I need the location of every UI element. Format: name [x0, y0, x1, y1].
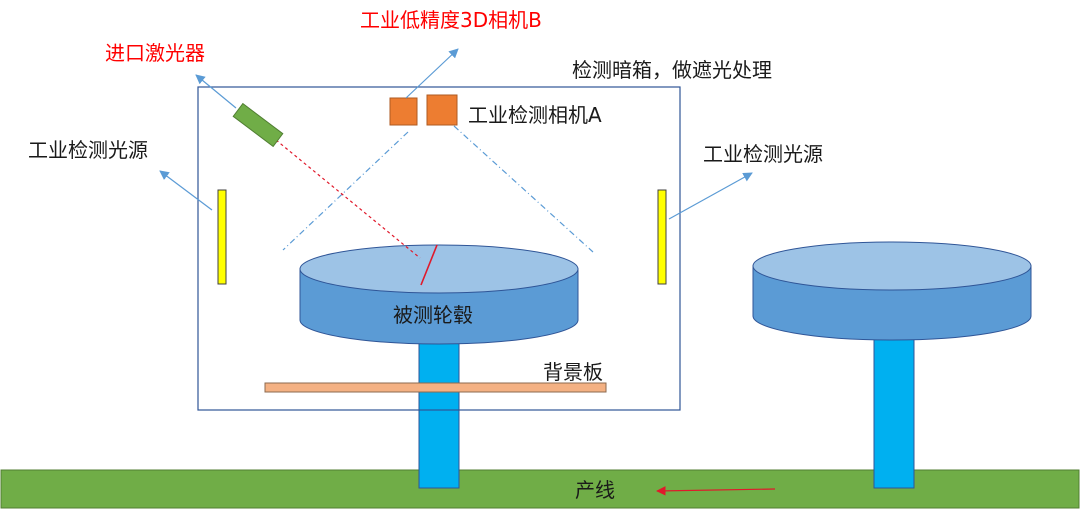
camera-a-label: 工业检测相机A [468, 103, 602, 127]
right-shaft [873, 337, 915, 489]
camera-b [426, 94, 458, 126]
laser-pointer-arrow [195, 74, 237, 109]
background-plate-label: 背景板 [543, 360, 603, 384]
laser-line-on-hub [420, 244, 438, 286]
laser-device [232, 102, 284, 148]
dark-box-enclosure [197, 86, 681, 411]
light-left-label: 工业检测光源 [28, 138, 148, 162]
camera-b-label: 工业低精度3D相机B [360, 8, 542, 32]
production-line-bar [0, 469, 1080, 509]
light-source-left [217, 189, 227, 285]
light-source-right [657, 189, 667, 285]
light-right-pointer-arrow [668, 172, 753, 220]
hub-under-inspection [299, 244, 579, 345]
camera-b-pointer-arrow [405, 48, 459, 99]
camera-a [389, 97, 418, 126]
hub-label: 被测轮毂 [393, 303, 473, 327]
left-shaft [418, 337, 460, 489]
production-line-label: 产线 [575, 478, 615, 502]
hub-on-line [752, 241, 1032, 341]
dark-box-label: 检测暗箱，做遮光处理 [572, 58, 772, 82]
light-left-pointer-arrow [159, 170, 213, 211]
light-right-label: 工业检测光源 [703, 142, 823, 166]
camera-fov-line-right [453, 125, 594, 253]
laser-beam-dashed [275, 139, 421, 259]
camera-fov-line-left [282, 131, 409, 251]
background-plate [264, 382, 607, 393]
production-line-direction-arrow [656, 486, 776, 496]
laser-label: 进口激光器 [105, 41, 205, 65]
